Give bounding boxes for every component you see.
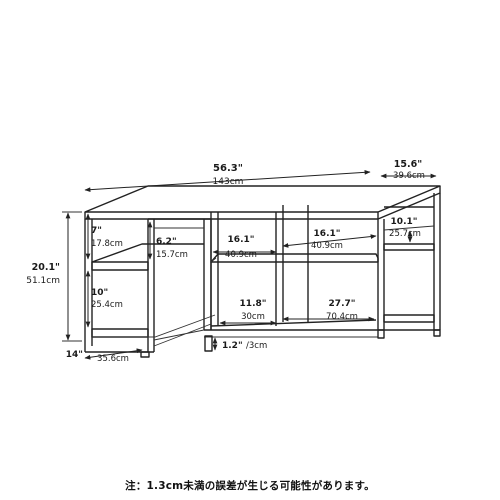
left-lower-shelf [91, 328, 149, 338]
tolerance-note: 注：1.3cm未満の誤差が生じる可能性があります。 [125, 480, 375, 492]
lower-span-a-imperial: 11.8" [240, 299, 267, 309]
foot-front-center [204, 335, 213, 352]
bay-width-b-metric: 40.9cm [311, 241, 343, 251]
top-panel [84, 185, 441, 213]
inner-height-metric: 15.7cm [156, 250, 188, 260]
center-divider-left [210, 212, 219, 330]
right-upper-shelf [383, 243, 435, 251]
foot-right-front [377, 329, 385, 339]
tv-stand-illustration [84, 185, 441, 358]
depth-metric: 39.6cm [393, 171, 425, 181]
clearance-imperial: 1.2" [222, 341, 243, 351]
inner-height-imperial: 6.2" [156, 237, 177, 247]
middle-shelf [210, 253, 379, 263]
depth-imperial: 15.6" [394, 159, 422, 170]
height-metric: 51.1cm [26, 276, 60, 286]
bay-width-a-imperial: 16.1" [228, 235, 255, 245]
side-height-metric: 25.7cm [389, 229, 421, 239]
center-divider-mid [275, 205, 309, 326]
left-upper-shelf [91, 243, 204, 271]
height-imperial: 20.1" [32, 262, 60, 273]
width-imperial: 56.3" [213, 163, 243, 174]
lower-span-a-metric: 30cm [241, 312, 265, 322]
foot-right-back [433, 329, 441, 337]
top-gap-metric: 17.8cm [91, 239, 123, 249]
lower-gap-metric: 25.4cm [91, 300, 123, 310]
lower-span-b-metric: 70.4cm [326, 312, 358, 322]
foot-depth-metric: 35.6cm [97, 354, 129, 364]
right-lower-shelf [383, 314, 435, 323]
clearance-metric: /3cm [246, 341, 267, 351]
right-end-frame [377, 193, 441, 330]
lower-gap-imperial: 10" [91, 288, 108, 298]
top-gap-imperial: 7" [91, 226, 102, 236]
dimension-lines [62, 169, 437, 360]
width-metric: 143cm [213, 177, 244, 187]
foot-front-left [140, 351, 150, 358]
lower-span-b-imperial: 27.7" [329, 299, 356, 309]
bay-width-a-metric: 40.9cm [225, 250, 257, 260]
foot-depth-imperial: 14" [66, 350, 83, 360]
side-height-imperial: 10.1" [391, 217, 418, 227]
bay-width-b-imperial: 16.1" [314, 229, 341, 239]
dimension-labels: 56.3" 143cm 15.6" 39.6cm 20.1" 51.1cm 7"… [26, 159, 425, 364]
